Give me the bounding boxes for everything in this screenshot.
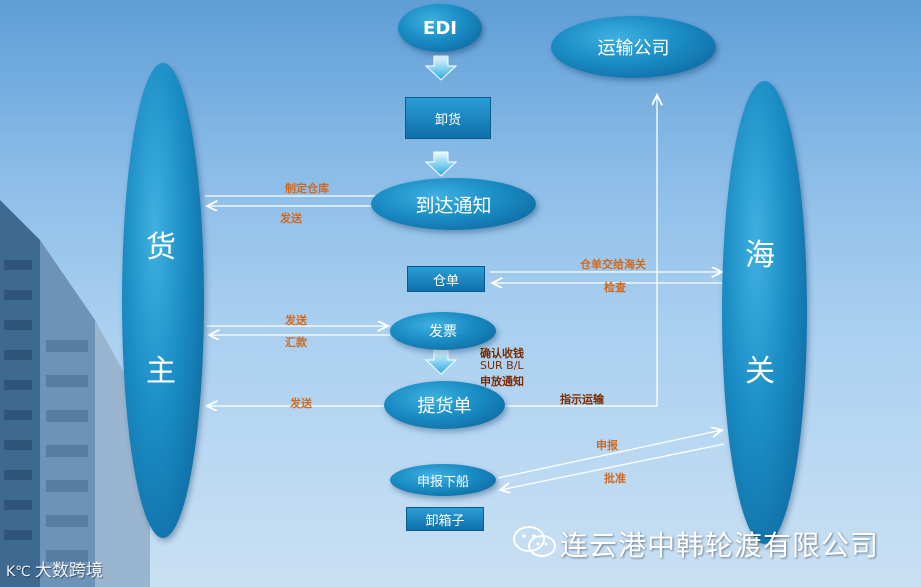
down-arrow-icon	[424, 151, 458, 177]
label-send-2: 发送	[285, 314, 307, 327]
label-confirm-collect: 确认收钱	[480, 347, 524, 360]
edi-node: EDI	[398, 4, 482, 52]
down-arrow-icon	[424, 349, 458, 375]
unload-box-node: 卸箱子	[406, 507, 484, 531]
label-direct-transport: 指示运输	[560, 393, 604, 406]
label-declare: 申报	[596, 439, 618, 452]
invoice-node: 发票	[390, 312, 496, 350]
arrow-approve	[500, 443, 725, 490]
arrow-declare	[497, 430, 722, 479]
customs-label-bottom: 关	[745, 354, 775, 389]
customs-node	[722, 81, 807, 544]
transport-company-node: 运输公司	[551, 16, 716, 78]
down-arrow-icon	[424, 55, 458, 81]
building-image	[0, 200, 150, 587]
label-send-3: 发送	[290, 397, 312, 410]
customs-label-top: 海	[745, 238, 775, 273]
label-send-1: 发送	[280, 212, 302, 225]
bill-of-lading-node: 提货单	[384, 381, 505, 429]
arrow-direct-transport	[505, 95, 657, 407]
company-name: 连云港中韩轮渡有限公司	[560, 529, 880, 562]
label-remit: 汇款	[285, 336, 307, 349]
label-inspect: 检查	[604, 281, 626, 294]
label-approve: 批准	[604, 472, 626, 485]
watermark-text: 大数跨境	[34, 561, 103, 581]
warehouse-receipt-node: 仓单	[407, 266, 485, 292]
label-sur-bl: SUR B/L	[480, 359, 524, 372]
wechat-icon	[513, 526, 556, 557]
declare-disembark-node: 申报下船	[390, 464, 496, 496]
watermark-logo: K℃	[6, 564, 31, 580]
label-receipt-to-customs: 仓单交给海关	[580, 258, 646, 271]
label-set-warehouse: 制定仓库	[285, 182, 329, 195]
cargo-owner-label-top: 货	[146, 230, 176, 265]
arrival-notice-node: 到达通知	[371, 178, 536, 230]
unload-node: 卸货	[405, 97, 491, 139]
label-apply-release: 申放通知	[480, 375, 524, 388]
cargo-owner-label-bottom: 主	[146, 354, 176, 389]
cargo-owner-node	[122, 63, 204, 538]
